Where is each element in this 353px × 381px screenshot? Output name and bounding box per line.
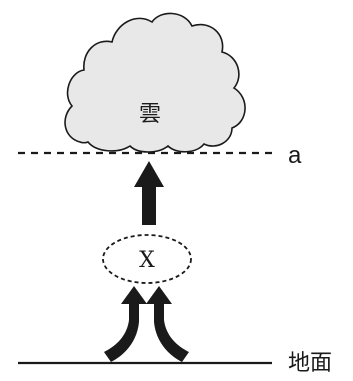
ground-label: 地面	[288, 351, 332, 376]
cloud: 雲	[64, 12, 246, 153]
cloud-label: 雲	[139, 102, 161, 127]
upward-arrow-head	[134, 161, 164, 187]
air-parcel: X	[102, 234, 192, 284]
left-airflow-arrow	[104, 286, 147, 362]
cloud-shape	[64, 12, 246, 153]
level-label-a: a	[288, 142, 302, 169]
air-parcel-outline	[102, 234, 192, 284]
upward-arrow	[134, 161, 164, 225]
right-airflow-arrow	[146, 286, 189, 362]
converging-airflow	[104, 286, 189, 362]
upward-arrow-shaft	[142, 183, 156, 225]
air-parcel-label: X	[139, 248, 155, 273]
